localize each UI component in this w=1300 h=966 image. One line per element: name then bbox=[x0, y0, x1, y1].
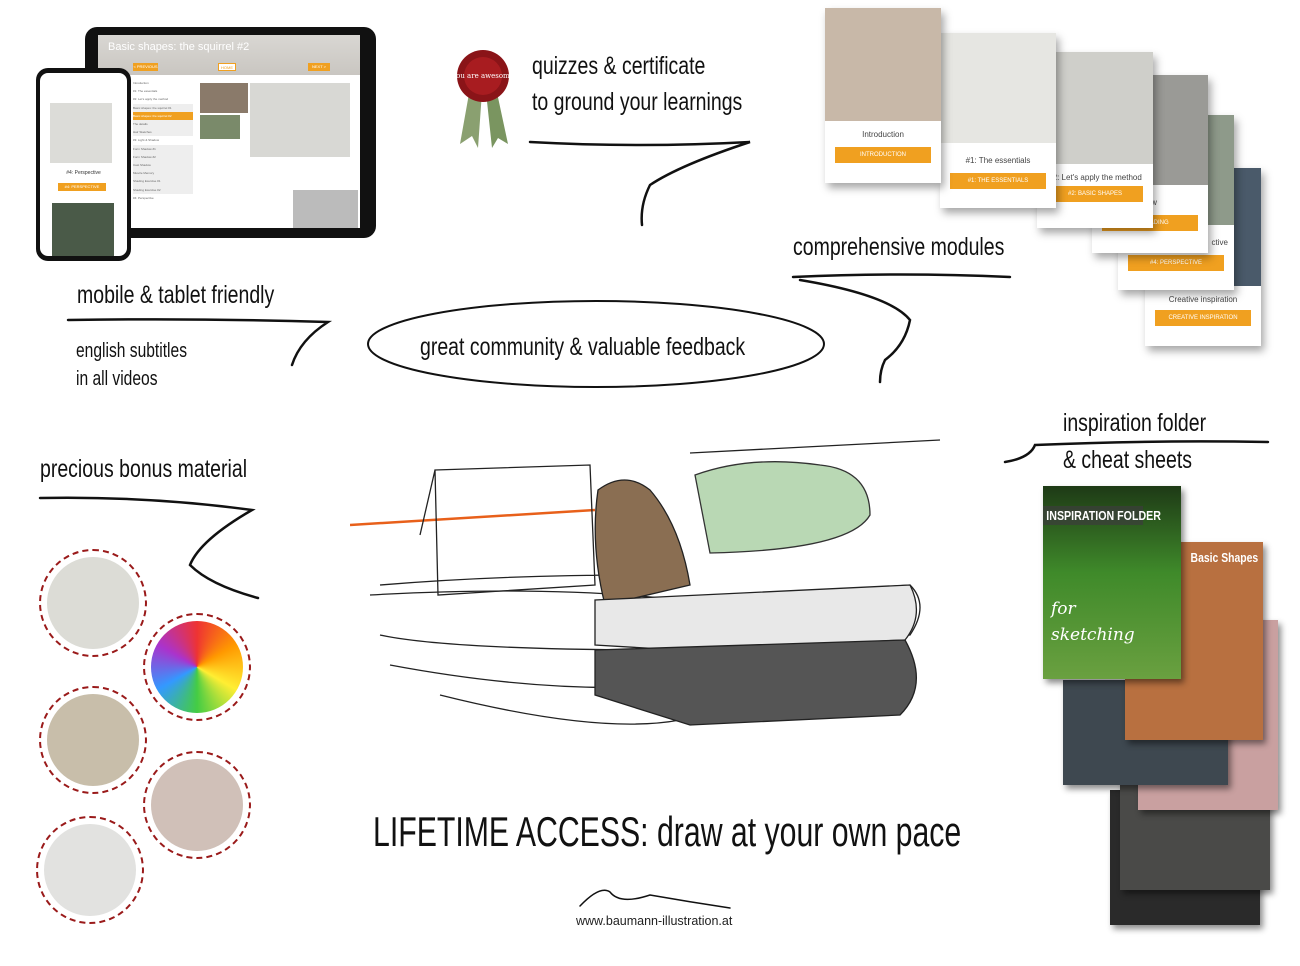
drawing-photo bbox=[250, 83, 350, 157]
squirrel-photo bbox=[200, 83, 248, 113]
menu-item[interactable]: #2: Let's apply the method bbox=[133, 97, 169, 102]
bonus-hourglass-image bbox=[39, 686, 147, 794]
folder-cover-script: for sketching bbox=[1051, 599, 1135, 645]
module-button[interactable]: INTRODUCTION bbox=[835, 147, 931, 163]
caption-bonus: precious bonus material bbox=[40, 455, 248, 483]
module-title: Introduction bbox=[862, 130, 904, 139]
tablet-mockup: Basic shapes: the squirrel #2 < PREVIOUS… bbox=[85, 27, 376, 238]
menu-item[interactable]: The details bbox=[133, 120, 193, 129]
menu-item[interactable]: Hair Sketches bbox=[133, 128, 193, 137]
menu-item[interactable]: Basic shapes: the squirrel #1 bbox=[133, 103, 193, 112]
bonus-pencil-hand-image bbox=[143, 751, 251, 859]
lifetime-access-heading: LIFETIME ACCESS: draw at your own pace bbox=[373, 808, 962, 855]
website-url[interactable]: www.baumann-illustration.at bbox=[576, 914, 733, 928]
menu-item[interactable]: Introduction bbox=[133, 81, 149, 85]
bonus-color-swatches-image bbox=[143, 613, 251, 721]
menu-item-active[interactable]: Basic shapes: the squirrel #2 bbox=[133, 111, 193, 121]
menu-item[interactable]: #4: Perspective bbox=[133, 195, 154, 200]
badge-text: you are awesome bbox=[452, 72, 514, 80]
squirrel-photo-small bbox=[200, 115, 240, 139]
caption-learnings: to ground your learnings bbox=[532, 88, 743, 116]
phone-mockup: #4: Perspective #4: PERSPECTIVE bbox=[36, 68, 131, 261]
module-image bbox=[825, 8, 941, 121]
menu-item[interactable]: #1: The essentials bbox=[133, 89, 158, 94]
menu-item[interactable]: Form Shadow #2 bbox=[133, 152, 193, 162]
caption-modules: comprehensive modules bbox=[793, 233, 1005, 261]
menu-item[interactable]: Shading Exercise #1 bbox=[133, 177, 193, 186]
next-button[interactable]: NEXT > bbox=[308, 63, 330, 71]
phone-card-title: #4: Perspective bbox=[66, 170, 101, 176]
caption-all-videos: in all videos bbox=[76, 368, 158, 390]
draft-photo bbox=[293, 190, 358, 228]
caption-mobile: mobile & tablet friendly bbox=[77, 281, 275, 309]
sofa-cat-image bbox=[50, 103, 112, 163]
caption-subtitles: english subtitles bbox=[76, 340, 188, 362]
signature bbox=[579, 889, 731, 909]
caption-community: great community & valuable feedback bbox=[420, 333, 746, 361]
menu-item[interactable]: Form Shadow #1 bbox=[133, 144, 193, 153]
sofa-cat-sketch bbox=[350, 439, 941, 726]
previous-button[interactable]: < PREVIOUS bbox=[133, 63, 158, 71]
menu-item[interactable]: #3: Light & Shadow bbox=[133, 138, 160, 143]
caption-inspiration: inspiration folder bbox=[1063, 409, 1207, 437]
tablet-screen: Basic shapes: the squirrel #2 < PREVIOUS… bbox=[98, 35, 360, 228]
module-card-introduction[interactable]: Introduction INTRODUCTION bbox=[825, 8, 941, 183]
artist-photo bbox=[52, 203, 114, 256]
perspective-button[interactable]: #4: PERSPECTIVE bbox=[58, 183, 106, 191]
award-ribbon-icon: you are awesome bbox=[452, 50, 514, 148]
caption-cheat-sheets: & cheat sheets bbox=[1063, 446, 1193, 474]
lesson-menu: Introduction #1: The essentials #2: Let'… bbox=[133, 79, 193, 202]
home-button[interactable]: HOME bbox=[218, 63, 236, 71]
folder-cover-title: INSPIRATION FOLDER bbox=[1043, 506, 1161, 525]
bonus-sketchbook-image bbox=[39, 549, 147, 657]
menu-item[interactable]: Muscle Memory bbox=[133, 169, 193, 178]
phone-screen: #4: Perspective #4: PERSPECTIVE bbox=[40, 73, 127, 256]
inspiration-folder-cover: INSPIRATION FOLDER for sketching bbox=[1043, 486, 1181, 679]
caption-quizzes: quizzes & certificate bbox=[532, 52, 706, 80]
basic-shapes-title: Basic Shapes bbox=[1190, 550, 1259, 565]
bonus-cat-drawing-image bbox=[36, 816, 144, 924]
menu-item[interactable]: Cast Shadow bbox=[133, 161, 193, 170]
menu-item[interactable]: Shading Exercise #2 bbox=[133, 185, 193, 194]
